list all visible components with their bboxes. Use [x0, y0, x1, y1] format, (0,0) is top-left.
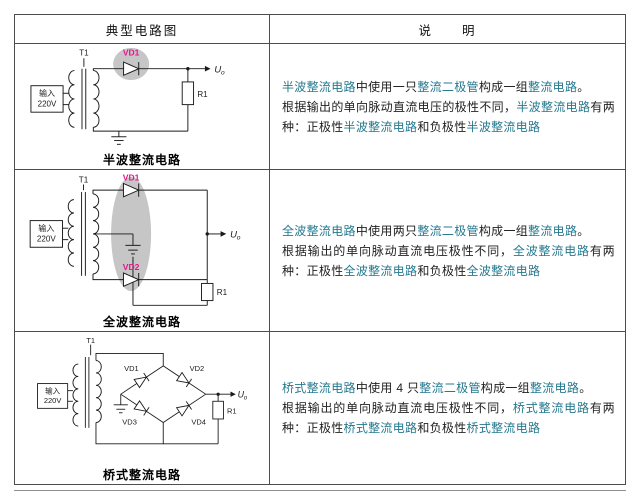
input-label: 输入: [38, 88, 54, 98]
diode-vd2: [122, 271, 140, 287]
wires: [92, 68, 205, 132]
halfwave-caption: 半波整流电路: [102, 153, 181, 167]
vd1-label: VD1: [122, 173, 139, 183]
header-description-label: 说 明: [418, 23, 477, 38]
uo-label: U: [230, 229, 237, 240]
transformer-label: T1: [78, 175, 88, 184]
input-voltage-label: 220V: [36, 234, 55, 243]
resistor-r1: R1: [181, 68, 208, 132]
fullwave-description: 全波整流电路中使用两只整流二极管构成一组整流电路。根据输出的单向脉动直流电压极性…: [282, 223, 615, 278]
highlight-ellipse: [112, 47, 149, 81]
uo-label: U: [238, 390, 245, 400]
bridge-description-cell: 桥式整流电路中使用 4 只整流二极管构成一组整流电路。根据输出的单向脉动直流电压…: [270, 332, 625, 484]
diode-vd2: [175, 371, 192, 388]
r1-label: R1: [216, 287, 227, 296]
resistor-r1: R1: [212, 394, 237, 420]
transformer: T1: [67, 48, 99, 130]
uo-subscript: o: [220, 69, 224, 76]
output-arrow: [220, 230, 226, 237]
fullwave-circuit-cell: 输入 220V T1: [15, 170, 270, 332]
transformer: T1: [72, 336, 102, 428]
diode-vd1: [122, 182, 140, 198]
uo-subscript: o: [236, 234, 240, 241]
halfwave-circuit-diagram: 输入 220V T1 VD1: [29, 47, 224, 145]
transformer-label: T1: [79, 48, 89, 57]
vd1-label: VD1: [124, 364, 139, 373]
header-description-column: 说 明: [270, 15, 625, 44]
input-voltage-label: 220V: [44, 396, 62, 405]
diode-vd1: [133, 372, 150, 389]
vd3-label: VD3: [122, 417, 137, 426]
uo-subscript: o: [244, 395, 248, 402]
input-label: 输入: [45, 385, 61, 395]
output-arrow: [204, 65, 211, 72]
vd4-label: VD4: [191, 417, 206, 426]
fullwave-caption: 全波整流电路: [102, 314, 181, 329]
vd1-label: VD1: [122, 47, 139, 57]
bridge-caption: 桥式整流电路: [102, 468, 181, 482]
output-arrow: [230, 391, 236, 397]
input-source: 输入 220V: [29, 85, 69, 113]
bridge-description: 桥式整流电路中使用 4 只整流二极管构成一组整流电路。根据输出的单向脉动直流电压…: [282, 381, 615, 435]
transformer-label: T1: [86, 336, 95, 345]
bridge-circuit-diagram: 输入 220V T1: [37, 336, 248, 445]
bottom-rule: [14, 490, 626, 491]
fullwave-description-cell: 全波整流电路中使用两只整流二极管构成一组整流电路。根据输出的单向脉动直流电压极性…: [270, 170, 625, 332]
input-voltage-label: 220V: [37, 100, 56, 109]
ground-icon: [113, 394, 128, 414]
ground-icon: [124, 244, 141, 254]
input-label: 输入: [38, 223, 54, 233]
header-circuit-column: 典型电路图: [15, 15, 270, 44]
vd2-label: VD2: [190, 364, 205, 373]
uo-label: U: [214, 64, 221, 75]
input-source: 输入 220V: [29, 219, 68, 248]
diode-vd4: [175, 401, 192, 417]
header-circuit-label: 典型电路图: [105, 23, 179, 38]
halfwave-description-cell: 半波整流电路中使用一只整流二极管构成一组整流电路。根据输出的单向脉动直流电压的极…: [270, 44, 625, 170]
wires: [95, 353, 231, 445]
halfwave-circuit-cell: 输入 220V T1 VD1: [15, 44, 270, 170]
resistor-r1: R1: [200, 279, 227, 301]
halfwave-description: 半波整流电路中使用一只整流二极管构成一组整流电路。根据输出的单向脉动直流电压的极…: [282, 79, 615, 134]
rectifier-table: 典型电路图 说 明 输入 220V T1: [14, 14, 626, 485]
vd2-label: VD2: [122, 262, 139, 272]
bridge-circuit-cell: 输入 220V T1: [15, 332, 270, 484]
ground-icon: [110, 131, 126, 145]
input-source: 输入 220V: [37, 383, 73, 409]
fullwave-circuit-diagram: 输入 220V T1: [29, 173, 240, 306]
diode-vd1: [122, 61, 140, 77]
r1-label: R1: [227, 407, 237, 416]
diode-vd3: [133, 400, 150, 416]
r1-label: R1: [197, 90, 208, 99]
